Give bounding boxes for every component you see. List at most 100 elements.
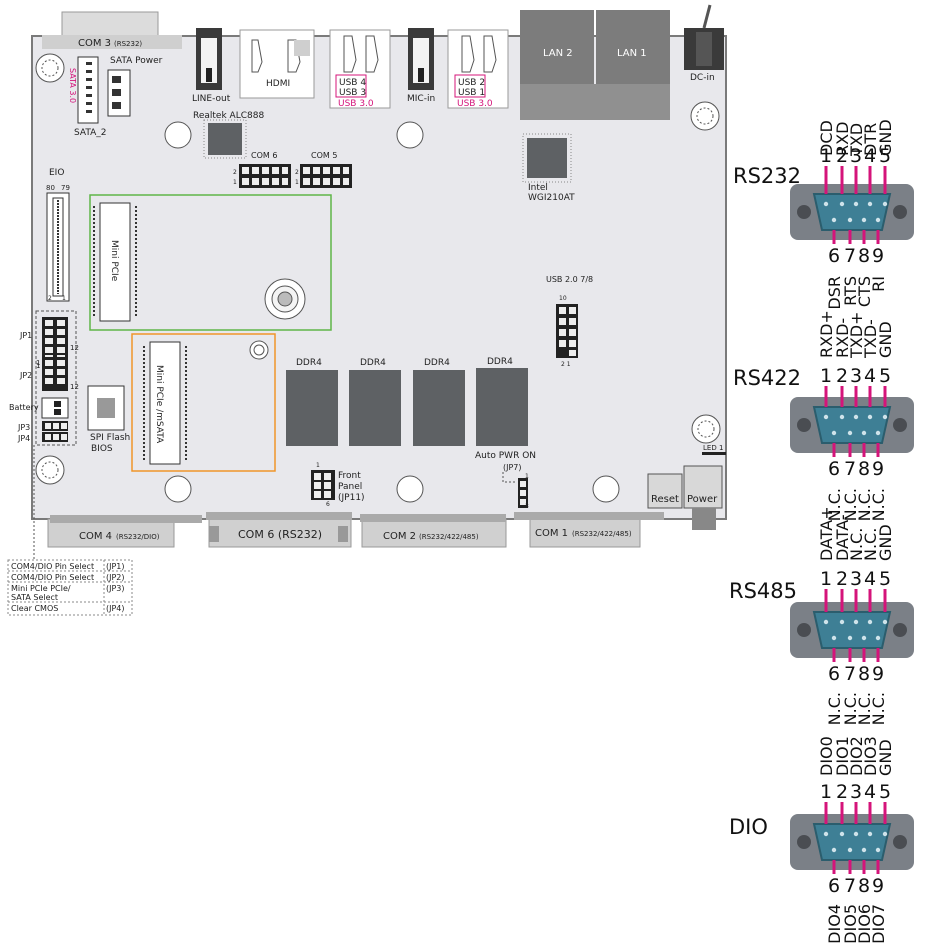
pin-signal-5: GND [876,321,895,358]
usb-b-note: USB 3.0 [457,99,493,109]
db9-screw-right-icon [893,418,907,432]
com1-note: (RS232/422/485) [572,530,632,538]
com2-label: COM 2 [383,531,416,542]
pin-number-2: 2 [836,145,848,167]
db9-pin-hole [823,414,829,420]
line-out-label: LINE-out [192,94,231,104]
jp3-header [42,421,68,431]
pin-number-3: 3 [850,568,862,590]
com5-header-label: COM 5 [311,151,337,160]
db9-pin-hole [847,217,853,223]
line-out-hole [206,68,212,82]
pin-signal-5: GND [876,524,895,561]
mini-pcie-screw-head [277,291,293,307]
mic-in-hole [418,68,424,82]
dc-in-barrel [696,32,712,66]
usb-stack-b [447,29,509,109]
db9-pin-hole [875,635,881,641]
battery-label: Battery [9,403,39,412]
legend-jp4: (JP4) [106,604,125,613]
pin-number-6: 6 [828,458,840,480]
led1 [702,452,726,455]
eio-2: 2 [48,295,52,302]
pin-number-2: 2 [836,568,848,590]
hdmi-chip [294,40,310,56]
db9-pin-hole [839,414,845,420]
db9-pin-hole [839,831,845,837]
auto-pwr-label: Auto PWR ON [475,451,536,461]
db9-pin-hole [882,619,888,625]
dc-in-label: DC-in [690,73,715,83]
jp7-pin1: 1 [525,473,529,480]
db9-pin-hole [867,619,873,625]
db9-face [812,193,892,231]
spi-flash-label: SPI Flash [90,433,130,443]
pin-signal-7: DIO5 [841,904,860,944]
pin-signal-2: DIO1 [833,736,852,776]
legend-jp1-desc: COM4/DIO Pin Select [11,562,94,571]
usb1-label: USB 1 [458,88,485,98]
com4-note: (RS232/DIO) [116,533,160,541]
pin-signal-4: N.C. [861,528,880,561]
pinout-title: DIO [729,815,768,839]
pin-signal-3: TXD+ [847,312,866,359]
com6-header [239,164,291,188]
msata-pins [143,346,187,460]
com4-label: COM 4 [79,531,112,542]
pin-number-5: 5 [879,568,891,590]
db9-pin-hole [831,847,837,853]
spi-flash-chip [97,398,115,418]
pin-number-8: 8 [858,663,870,685]
mic-in-label: MIC-in [407,94,435,104]
sata2-label: SATA_2 [74,128,107,138]
db9-face [812,406,892,444]
dc-in-cable [702,4,712,29]
pin-signal-4: DTR [861,123,880,156]
db9-pin-hole [861,217,867,223]
com5-pin1: 1 [295,179,299,186]
front-panel-label-1: Front [338,471,361,481]
db9-pin-hole [823,831,829,837]
pin-signal-9: N.C. [869,488,888,521]
reset-button [647,473,683,509]
usb20-header [556,304,578,358]
standoff-6 [249,340,269,360]
mini-pcie-slot [99,202,131,322]
pin-signal-1: DCD [817,120,836,156]
pin-signal-8: DIO6 [855,904,874,944]
ddr4-chip-4 [476,368,528,446]
db9-screw-left-icon [797,418,811,432]
pin-signal-8: N.C. [855,692,874,725]
intel-chip [527,138,567,178]
eio-80: 80 [46,184,55,192]
jp2-12: 12 [70,383,79,391]
com3-label: COM 3 [78,38,111,49]
pin-signal-4: TXD- [861,319,880,359]
com2-note: (RS232/422/485) [419,533,479,541]
pin-number-4: 4 [864,365,876,387]
pin-signal-6: DIO4 [825,904,844,944]
db9-screw-right-icon [893,623,907,637]
pinout-dio: DIO1DIO02DIO13DIO24DIO35GND6DIO47DIO58DI… [729,736,914,944]
jp1-1: 1 [36,359,40,367]
standoff-6-inner [253,344,265,356]
usb4-label: USB 4 [339,78,366,88]
lan-bottom-block [520,84,670,120]
usb-a-shape [343,35,379,73]
com3-label-bar [42,35,182,49]
pin-number-5: 5 [879,365,891,387]
usb20-21: 2 1 [561,361,571,368]
pin-number-4: 4 [864,145,876,167]
pin-number-7: 7 [844,458,856,480]
com6-rail [206,512,352,520]
jumper-legend [7,559,133,616]
jp2-header [42,357,68,391]
com1-connector [529,518,641,548]
db9-pin-hole [861,430,867,436]
com6-standoff-r [338,526,348,542]
power-label: Power [687,494,718,505]
pin-signal-5: GND [876,739,895,776]
standoff-3 [164,475,192,503]
pin-signal-8: N.C. [855,488,874,521]
